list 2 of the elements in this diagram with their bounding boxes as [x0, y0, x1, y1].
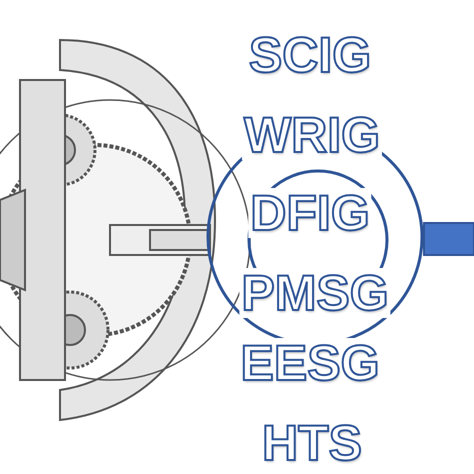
- generator-type-label: PMSG: [239, 268, 391, 318]
- generator-type-label: DFIG: [248, 188, 372, 238]
